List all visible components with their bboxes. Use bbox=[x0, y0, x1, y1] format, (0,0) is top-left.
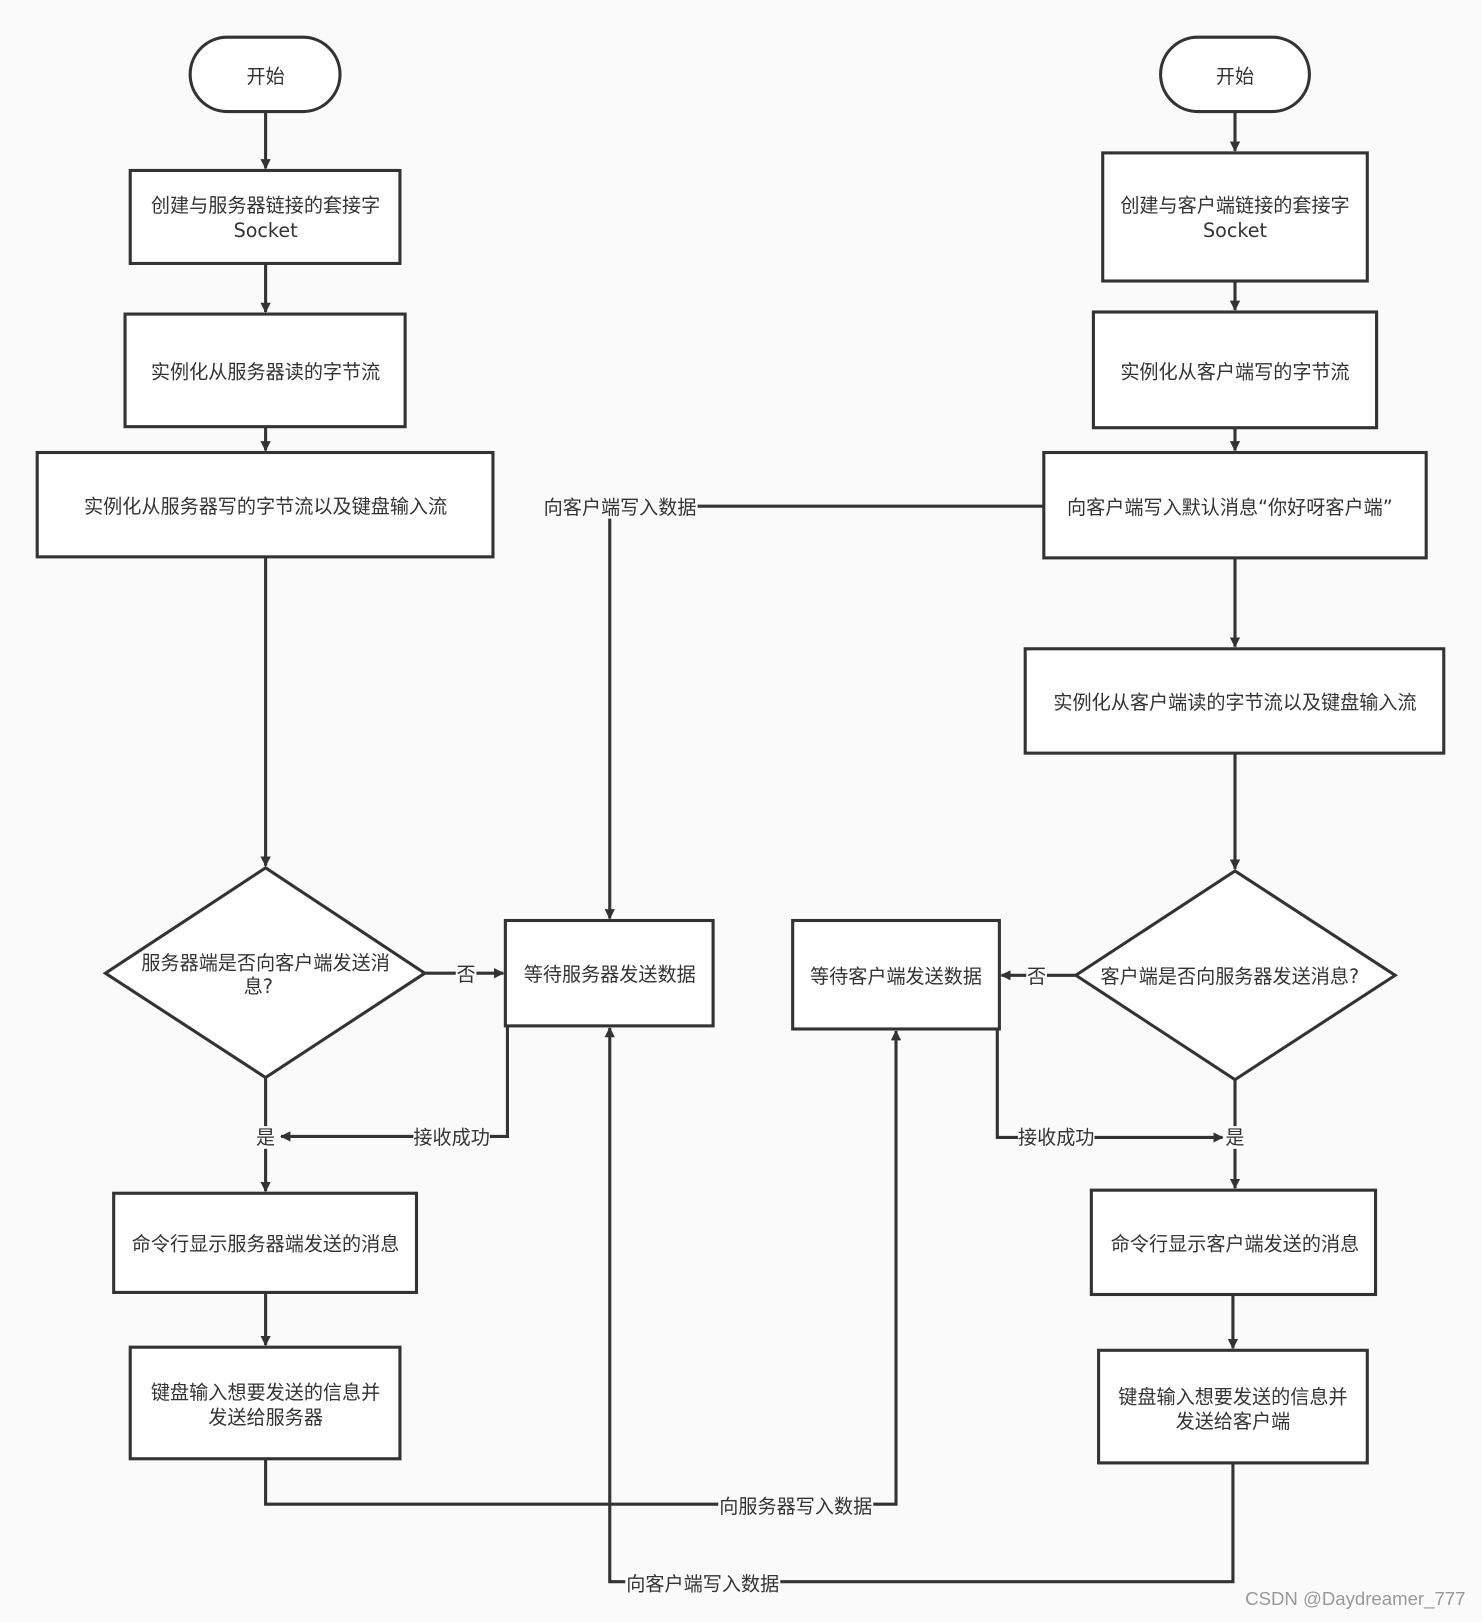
watermark: CSDN @Daydreamer_777 bbox=[1245, 1588, 1465, 1610]
edge-server-recv-ok bbox=[280, 1025, 509, 1142]
edge-write-client-top bbox=[604, 504, 1044, 920]
server-decision-line1: 服务器端是否向客户端发送消 bbox=[141, 951, 389, 974]
edge-label-yes-server: 是 bbox=[256, 1126, 275, 1149]
client-start-label: 开始 bbox=[1216, 65, 1254, 88]
server-input-send-node bbox=[128, 1345, 402, 1461]
server-create-socket-line2: Socket bbox=[234, 219, 298, 242]
edge-write-server bbox=[264, 1030, 902, 1506]
client-create-socket-line2: Socket bbox=[1203, 219, 1267, 242]
client-read-stream-node bbox=[1023, 647, 1446, 755]
edge-label-write-server: 向服务器写入数据 bbox=[719, 1495, 872, 1518]
edge-labels: 否 否 是 是 接收成功 接收成功 向客户端写入数据 向服务器写入数据 向客户端… bbox=[255, 496, 1246, 1595]
server-decision-line2: 息? bbox=[244, 975, 273, 998]
server-input-send-line2: 发送给服务器 bbox=[208, 1406, 323, 1429]
server-display-label: 命令行显示服务器端发送的消息 bbox=[132, 1232, 400, 1255]
client-display-node bbox=[1089, 1188, 1378, 1297]
client-read-stream-label: 实例化从客户端读的字节流以及键盘输入流 bbox=[1053, 691, 1416, 714]
server-read-stream-label: 实例化从服务器读的字节流 bbox=[151, 360, 380, 383]
edges bbox=[260, 111, 1241, 1584]
server-read-stream-node bbox=[123, 312, 407, 429]
server-write-stream-label: 实例化从服务器写的字节流以及键盘输入流 bbox=[84, 495, 447, 518]
client-flow: 开始 创建与客户端链接的套接字 Socket 实例化从客户端写的字节流 向客户端… bbox=[791, 35, 1446, 1465]
client-decision-node bbox=[1073, 869, 1399, 1082]
client-wait-node bbox=[791, 918, 1001, 1031]
client-default-msg-node bbox=[1042, 450, 1428, 560]
server-decision-node bbox=[102, 865, 428, 1080]
client-write-stream-node bbox=[1091, 310, 1379, 430]
server-create-socket-node bbox=[128, 168, 402, 265]
client-wait-label: 等待客户端发送数据 bbox=[810, 965, 982, 988]
server-wait-label: 等待服务器发送数据 bbox=[524, 963, 696, 986]
client-create-socket-line1: 创建与客户端链接的套接字 bbox=[1120, 194, 1349, 217]
server-display-node bbox=[112, 1191, 419, 1294]
server-flow: 开始 创建与服务器链接的套接字 Socket 实例化从服务器读的字节流 实例化从… bbox=[35, 35, 715, 1461]
server-input-send-line1: 键盘输入想要发送的信息并 bbox=[151, 1381, 380, 1404]
client-input-send-line2: 发送给客户端 bbox=[1176, 1410, 1291, 1433]
edge-label-write-client-bottom: 向客户端写入数据 bbox=[626, 1572, 779, 1595]
edge-label-write-client-top: 向客户端写入数据 bbox=[544, 496, 697, 519]
client-default-msg-label: 向客户端写入默认消息“你好呀客户端” bbox=[1067, 496, 1393, 519]
client-display-label: 命令行显示客户端发送的消息 bbox=[1111, 1232, 1359, 1255]
server-create-socket-line1: 创建与服务器链接的套接字 bbox=[151, 194, 380, 217]
edge-label-recv-ok-server: 接收成功 bbox=[413, 1126, 489, 1149]
client-input-send-node bbox=[1097, 1348, 1369, 1465]
edge-label-yes-client: 是 bbox=[1225, 1126, 1244, 1149]
server-start-label: 开始 bbox=[246, 65, 284, 88]
client-start-node bbox=[1159, 35, 1311, 114]
client-write-stream-label: 实例化从客户端写的字节流 bbox=[1120, 360, 1349, 383]
server-wait-node bbox=[503, 918, 715, 1028]
edge-label-recv-ok-client: 接收成功 bbox=[1018, 1126, 1094, 1149]
client-input-send-line1: 键盘输入想要发送的信息并 bbox=[1118, 1385, 1347, 1408]
edge-client-recv-ok bbox=[995, 1028, 1224, 1143]
edge-label-no-client: 否 bbox=[1027, 965, 1046, 988]
edge-label-no-server: 否 bbox=[457, 963, 476, 986]
server-write-stream-node bbox=[35, 450, 495, 559]
edge-write-client-bottom bbox=[604, 1026, 1235, 1584]
client-decision-label: 客户端是否向服务器发送消息? bbox=[1101, 965, 1360, 988]
server-start-node bbox=[188, 35, 342, 114]
client-create-socket-node bbox=[1101, 151, 1369, 283]
